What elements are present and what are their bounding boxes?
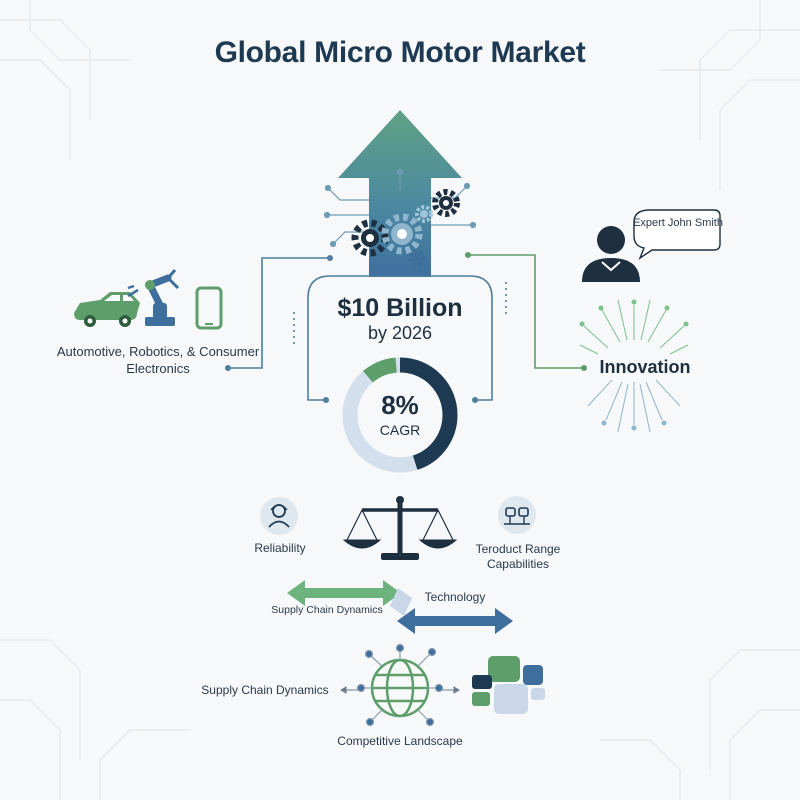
car-icon xyxy=(74,292,140,327)
innovation-roots xyxy=(587,379,681,433)
industries-label: Automotive, Robotics, & Consumer Electro… xyxy=(56,344,260,376)
supply-chain-arrow xyxy=(287,580,401,606)
robot-arm-icon xyxy=(127,269,180,326)
competitive-landscape-label: Competitive Landscape xyxy=(337,734,463,748)
small-arrows xyxy=(340,686,460,694)
gear-icon xyxy=(432,189,460,217)
innovation-burst-icon xyxy=(579,299,689,355)
cagr-label: CAGR xyxy=(379,422,421,438)
network-nodes xyxy=(356,643,444,727)
page-title: Global Micro Motor Market xyxy=(214,36,586,69)
cagr-donut xyxy=(342,357,458,473)
balance-scale-icon xyxy=(342,496,458,560)
supply-chain-label-2: Supply Chain Dynamics xyxy=(201,683,329,697)
competitive-blocks-icon xyxy=(472,656,545,714)
gear-icon xyxy=(415,205,433,223)
supply-chain-label: Supply Chain Dynamics xyxy=(271,604,383,616)
gear-icon xyxy=(409,250,425,266)
market-size-value: $10 Billion xyxy=(337,294,463,322)
expert-avatar xyxy=(582,226,640,282)
technology-label: Technology xyxy=(424,590,486,604)
arrow-divider xyxy=(390,588,412,616)
product-range-label: Teroduct Range Capabilities xyxy=(475,542,561,571)
technology-arrow xyxy=(397,608,513,634)
gear-icon xyxy=(381,213,423,255)
product-range-icon xyxy=(498,496,536,534)
smartphone-icon xyxy=(195,286,223,330)
market-size-year: by 2026 xyxy=(367,323,433,343)
expert-label: Expert John Smith xyxy=(633,217,723,229)
globe-icon xyxy=(370,658,430,718)
reliability-icon xyxy=(260,497,298,535)
reliability-label: Reliability xyxy=(254,541,306,555)
innovation-label: Innovation xyxy=(599,357,691,377)
speech-bubble xyxy=(633,209,721,260)
cagr-value: 8% xyxy=(381,390,419,420)
connector-lines xyxy=(225,252,587,403)
